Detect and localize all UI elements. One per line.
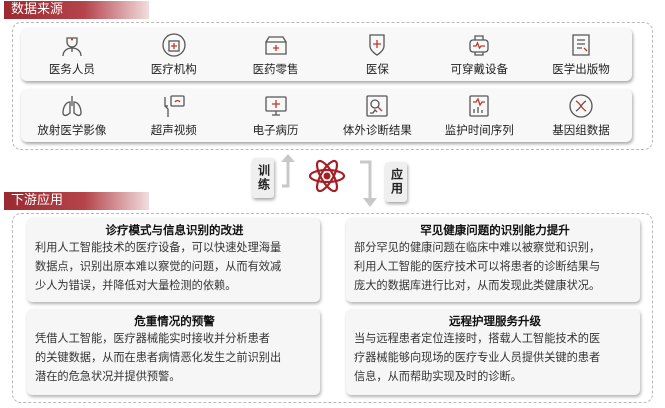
ultrasound-icon <box>164 95 185 117</box>
application-card: 诊疗模式与信息识别的改进 利用人工智能技术的医疗设备，可以快速处理海量 数据点，… <box>27 218 320 302</box>
application-card: 危重情况的预警 凭借人工智能，医疗器械能实时接收并分析患者 的关键数据，从而在患… <box>27 309 320 395</box>
source-label: 医务人员 <box>48 62 95 76</box>
source-item: 可穿戴设备 <box>428 28 530 81</box>
source-label: 放射医学影像 <box>37 123 107 137</box>
card-line: 利用人工智能技术的医疗设备，可以快速处理海量 <box>35 241 282 254</box>
section-title: 数据来源 <box>11 2 64 17</box>
source-item: 放射医学影像 <box>21 89 123 142</box>
source-item: 医疗机构 <box>123 28 225 81</box>
wearable-watch-icon <box>469 35 489 56</box>
section-title: 下游应用 <box>11 193 64 208</box>
card-title: 罕见健康问题的识别能力提升 <box>420 223 570 237</box>
source-item: 体外诊断结果 <box>326 89 428 142</box>
card-line: 利用人工智能的医疗技术可以将患者的诊断结果与 <box>354 260 601 273</box>
source-item: 电子病历 <box>225 89 327 142</box>
section-tag-data-source: 数据来源 <box>4 1 149 19</box>
card-title: 远程护理服务升级 <box>449 314 541 328</box>
ai-atom-icon <box>308 159 346 193</box>
source-label: 医学出版物 <box>552 62 610 76</box>
hospital-icon <box>162 33 186 57</box>
card-title: 诊疗模式与信息识别的改进 <box>105 223 244 237</box>
source-item: 监护时间序列 <box>428 89 530 142</box>
source-label: 医疗机构 <box>150 62 197 76</box>
application-card: 远程护理服务升级 当与远程患者定位连接时，搭载人工智能技术的医 疗器械能够向现场… <box>346 309 640 395</box>
monitor-record-icon <box>264 96 287 116</box>
apply-label: 应用 <box>389 168 404 196</box>
doctor-icon <box>62 37 82 57</box>
apply-tab: 应用 <box>385 162 407 202</box>
source-label: 体外诊断结果 <box>342 123 412 137</box>
train-label: 训练 <box>256 164 271 192</box>
card-line: 潜在的危急状况并提供预警。 <box>35 370 181 383</box>
source-item: 医学出版物 <box>530 28 632 81</box>
train-tab: 训练 <box>252 158 274 198</box>
card-line: 凭借人工智能，医疗器械能实时接收并分析患者 <box>35 332 270 345</box>
source-label: 医保 <box>365 62 389 76</box>
downstream-frame <box>12 213 653 403</box>
source-item: 医务人员 <box>21 28 123 81</box>
source-label: 电子病历 <box>252 123 299 137</box>
card-line: 的关键数据，从而在患者病情恶化发生之前识别出 <box>35 351 282 364</box>
card-line: 信息，从而帮助实现及时的诊断。 <box>354 370 522 383</box>
lungs-xray-icon <box>62 96 82 117</box>
source-label: 监护时间序列 <box>444 123 514 137</box>
source-row-1: 医务人员 医疗机构 医药零售 医保 可穿戴设备 医学出版物 <box>21 28 632 81</box>
source-item: 医保 <box>326 28 428 81</box>
card-line: 少人为错误，并降低对大量检测的依赖。 <box>35 279 237 292</box>
monitor-chart-icon <box>469 95 489 117</box>
card-line: 数据点，识别出原本难以察觉的问题，从而有效减 <box>35 260 282 273</box>
application-card: 罕见健康问题的识别能力提升 部分罕见的健康问题在临床中难以被察觉和识别， 利用人… <box>346 218 640 302</box>
source-label: 基因组数据 <box>552 123 610 137</box>
source-item: 基因组数据 <box>530 89 632 142</box>
source-row-2: 放射医学影像 超声视频 电子病历 体外诊断结果 监护时间序列 基因组数据 <box>21 89 632 142</box>
source-label: 可穿戴设备 <box>450 62 508 76</box>
card-line: 疗器械能够向现场的医疗专业人员提供关键的患者 <box>354 351 601 364</box>
apply-arrow <box>360 160 377 207</box>
dna-icon <box>569 94 593 118</box>
card-title: 危重情况的预警 <box>134 314 215 328</box>
source-label: 医药零售 <box>252 62 299 76</box>
train-arrow <box>281 154 295 188</box>
insurance-shield-icon <box>369 34 386 56</box>
data-source-frame <box>12 22 653 150</box>
card-line: 部分罕见的健康问题在临床中难以被察觉和识别， <box>354 241 601 254</box>
lab-test-icon <box>366 95 389 117</box>
source-label: 超声视频 <box>150 123 197 137</box>
publication-icon <box>572 34 590 56</box>
source-item: 医药零售 <box>225 28 327 81</box>
card-line: 当与远程患者定位连接时，搭载人工智能技术的医 <box>354 332 601 345</box>
pharmacy-icon <box>264 36 287 55</box>
source-item: 超声视频 <box>123 89 225 142</box>
card-line: 庞大的数据库进行比对，从而发现此类健康状况。 <box>354 279 601 292</box>
section-tag-downstream: 下游应用 <box>4 192 149 210</box>
